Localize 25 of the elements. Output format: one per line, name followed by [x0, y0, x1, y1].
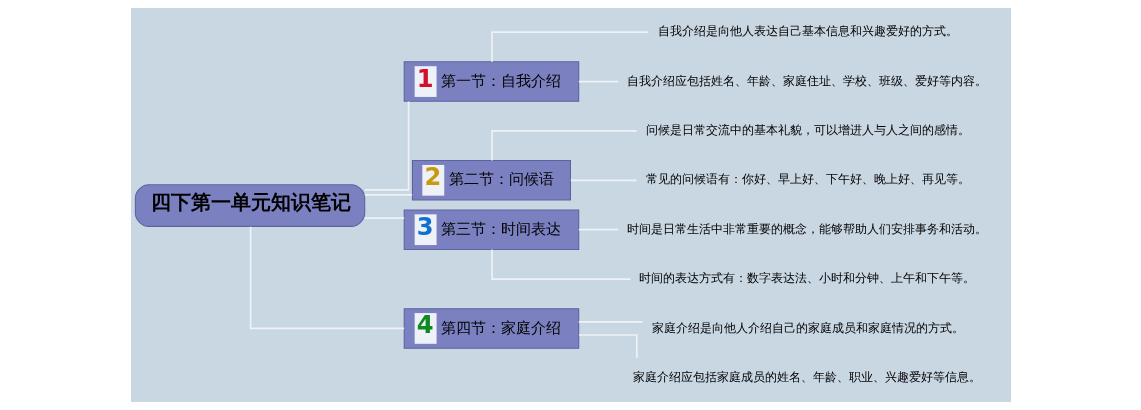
node-text: 时间是日常生活中非常重要的概念，能够帮助人们安排事务和活动。 [626, 221, 987, 236]
node-text: 常见的问候语有：你好、早上好、下午好、晚上好、再见等。 [645, 172, 970, 187]
connector [363, 217, 405, 219]
node-text: 家庭介绍应包括家庭成员的姓名、年龄、职业、兴趣爱好等信息。 [632, 369, 981, 384]
connector [363, 194, 413, 196]
connector [577, 228, 619, 231]
node-box: 1 第一节：自我介绍 [403, 61, 579, 102]
connector [577, 321, 643, 323]
connector [577, 334, 638, 359]
connector [577, 80, 619, 83]
node-box: 四下第一单元知识笔记 [134, 184, 365, 227]
connector [490, 130, 638, 162]
connector [490, 248, 631, 280]
node-text: 自我介绍是向他人表达自己基本信息和兴趣爱好的方式。 [657, 24, 958, 39]
connector [490, 31, 649, 63]
connector [363, 100, 409, 191]
node-box: 3 第三节：时间表达 [403, 209, 579, 250]
connector [249, 225, 405, 330]
node-box: 4 第四节：家庭介绍 [403, 308, 579, 349]
connector [569, 179, 637, 182]
node-text: 家庭介绍是向他人介绍自己的家庭成员和家庭情况的方式。 [651, 320, 964, 335]
node-box: 2 第二节：问候语 [411, 160, 571, 201]
node-text: 时间的表达方式有：数字表达法、小时和分钟、上午和下午等。 [638, 271, 975, 286]
node-text: 自我介绍应包括姓名、年龄、家庭住址、学校、班级、爱好等内容。 [626, 73, 987, 88]
node-text: 问候是日常交流中的基本礼貌，可以增进人与人之间的感情。 [645, 123, 970, 138]
